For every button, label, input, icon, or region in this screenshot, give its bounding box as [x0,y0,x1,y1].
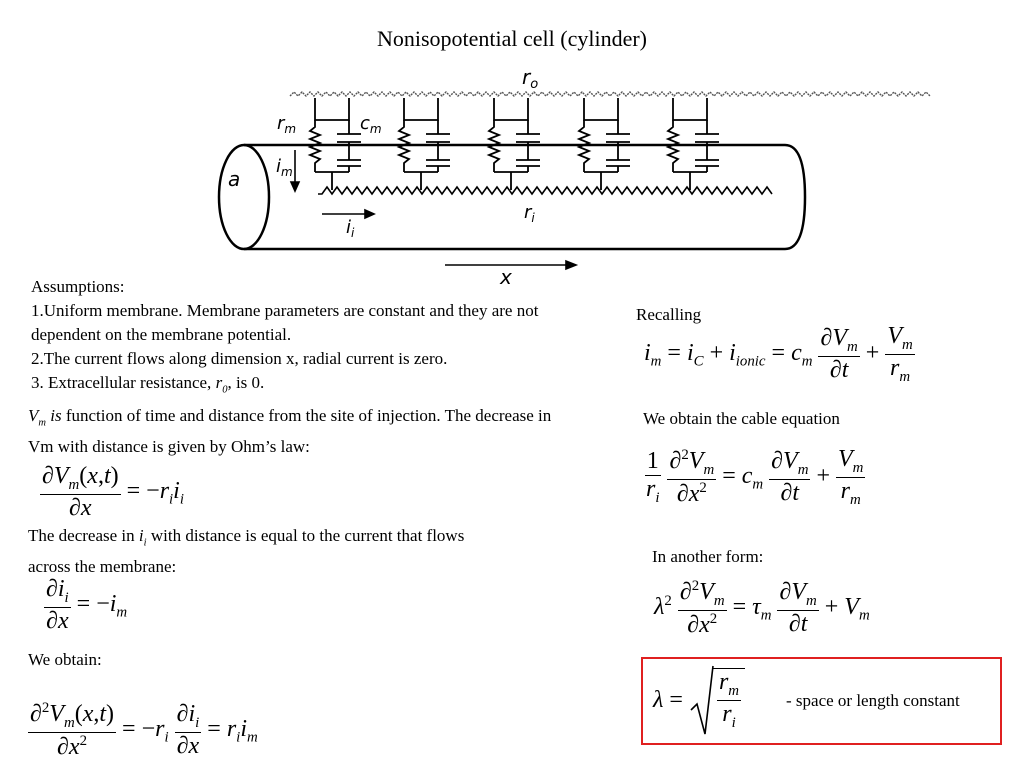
assumption-1: 1.Uniform membrane. Membrane parameters … [31,301,539,344]
label-rm: rm [277,113,296,136]
equation-cable-normalized: λ2 ∂2Vm∂x2 = τm ∂Vm∂t + Vm [654,578,870,638]
assumption-3: 3. Extracellular resistance, r0, is 0. [31,373,265,396]
label-ii: ii [346,217,355,240]
label-x: x [499,265,512,289]
page-title: Nonisopotential cell (cylinder) [376,26,648,51]
equation-membrane-current: ∂ii∂x = −im [44,576,128,634]
arrows [289,150,579,271]
cable-cylinder-diagram: ro rm cm im a ri ii x [217,65,931,289]
inner-resistance-line [318,185,773,196]
we-obtain-label: We obtain: [28,650,102,669]
assumptions-heading: Assumptions: [31,277,125,296]
assumption-2: 2.The current flows along dimension x, r… [31,349,448,368]
space-constant-label: - space or length constant [786,691,960,710]
another-form-label: In another form: [652,547,764,566]
label-ro: ro [522,65,538,92]
decrease-paragraph: The decrease in ii with distance is equa… [28,526,465,577]
equation-ohms-law: ∂Vm(x,t)∂x = −riii [40,463,184,521]
label-im: im [276,156,293,179]
equation-second-derivative: ∂2Vm(x,t)∂x2 = −ri ∂ii∂x = riim [28,700,258,760]
cylinder-outline [217,143,807,251]
label-a: a [228,167,240,191]
label-cm: cm [360,113,382,136]
outer-resistance-line [289,91,931,97]
assumptions-block: Assumptions: 1.Uniform membrane. Membran… [31,275,606,402]
recalling-label: Recalling [636,305,702,324]
label-ri: ri [524,202,535,225]
vm-paragraph: Vm is function of time and distance from… [28,406,552,457]
membrane-rc-units [307,98,719,190]
sqrt-symbol [690,665,714,735]
cable-equation-label: We obtain the cable equation [643,409,840,428]
